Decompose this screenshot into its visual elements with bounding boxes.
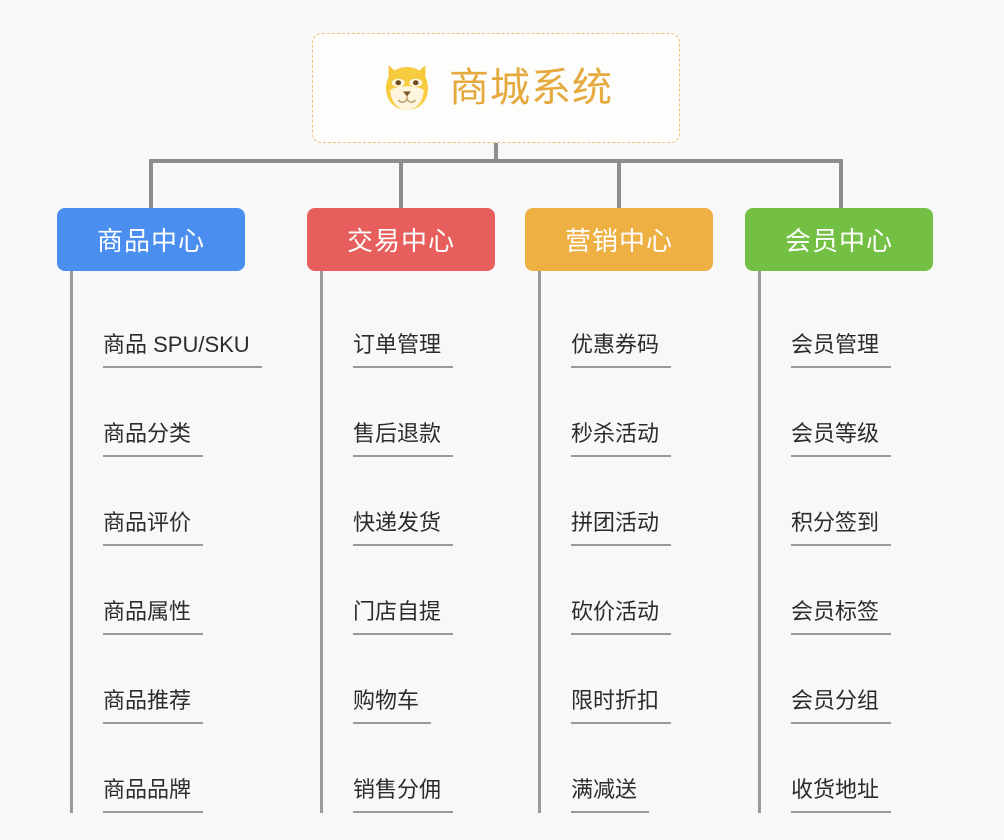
- category-column-1: 商品中心 商品 SPU/SKU 商品分类 商品评价 商品属性 商品推荐 商品品牌: [57, 208, 262, 813]
- list-item[interactable]: 拼团活动: [541, 457, 713, 546]
- list-item[interactable]: 会员等级: [761, 368, 933, 457]
- list-item-label: 限时折扣: [571, 688, 672, 724]
- list-item[interactable]: 销售分佣: [323, 724, 495, 813]
- connector-drop-2: [399, 159, 403, 209]
- category-item-list-1: 商品 SPU/SKU 商品分类 商品评价 商品属性 商品推荐 商品品牌: [70, 271, 262, 813]
- list-item[interactable]: 订单管理: [323, 279, 495, 368]
- connector-drop-3: [617, 159, 621, 209]
- category-item-list-4: 会员管理 会员等级 积分签到 会员标签 会员分组 收货地址: [758, 271, 933, 813]
- category-header-label-2: 交易中心: [346, 226, 455, 256]
- list-item[interactable]: 商品推荐: [73, 635, 245, 724]
- list-item-label: 商品 SPU/SKU: [103, 332, 262, 368]
- category-header-2[interactable]: 交易中心: [307, 208, 495, 271]
- category-item-list-3: 优惠券码 秒杀活动 拼团活动 砍价活动 限时折扣 满减送: [538, 271, 713, 813]
- list-item[interactable]: 商品品牌: [73, 724, 245, 813]
- connector-drop-1: [149, 159, 153, 209]
- list-item-label: 优惠券码: [571, 332, 672, 368]
- category-header-3[interactable]: 营销中心: [525, 208, 713, 271]
- list-item[interactable]: 满减送: [541, 724, 713, 813]
- list-item-label: 商品分类: [103, 421, 204, 457]
- category-column-4: 会员中心 会员管理 会员等级 积分签到 会员标签 会员分组 收货地址: [745, 208, 933, 813]
- list-item[interactable]: 快递发货: [323, 457, 495, 546]
- category-column-3: 营销中心 优惠券码 秒杀活动 拼团活动 砍价活动 限时折扣 满减送: [525, 208, 713, 813]
- list-item[interactable]: 会员分组: [761, 635, 933, 724]
- list-item-label: 拼团活动: [571, 510, 672, 546]
- list-item-label: 门店自提: [353, 599, 454, 635]
- connector-root-stem: [494, 143, 498, 163]
- list-item[interactable]: 商品属性: [73, 546, 245, 635]
- list-item-label: 会员等级: [791, 421, 892, 457]
- shiba-dog-face-icon: [386, 65, 428, 110]
- category-header-1[interactable]: 商品中心: [57, 208, 245, 271]
- root-node-mall-system[interactable]: 商城系统: [312, 33, 680, 143]
- list-item[interactable]: 秒杀活动: [541, 368, 713, 457]
- list-item-label: 商品推荐: [103, 688, 204, 724]
- list-item-label: 砍价活动: [571, 599, 672, 635]
- list-item-label: 积分签到: [791, 510, 892, 546]
- list-item-label: 商品品牌: [103, 777, 204, 813]
- list-item[interactable]: 会员管理: [761, 279, 933, 368]
- list-item[interactable]: 积分签到: [761, 457, 933, 546]
- category-header-label-1: 商品中心: [96, 226, 205, 256]
- list-item-label: 秒杀活动: [571, 421, 672, 457]
- category-header-label-4: 会员中心: [784, 226, 893, 256]
- list-item[interactable]: 收货地址: [761, 724, 933, 813]
- list-item[interactable]: 砍价活动: [541, 546, 713, 635]
- list-item-label: 会员分组: [791, 688, 892, 724]
- category-header-label-3: 营销中心: [564, 226, 673, 256]
- list-item-label: 快递发货: [353, 510, 454, 546]
- list-item-label: 会员管理: [791, 332, 892, 368]
- list-item-label: 收货地址: [791, 777, 892, 813]
- list-item[interactable]: 商品评价: [73, 457, 245, 546]
- list-item-label: 销售分佣: [353, 777, 454, 813]
- category-header-4[interactable]: 会员中心: [745, 208, 933, 271]
- category-item-list-2: 订单管理 售后退款 快递发货 门店自提 购物车 销售分佣: [320, 271, 495, 813]
- list-item[interactable]: 门店自提: [323, 546, 495, 635]
- list-item-label: 订单管理: [353, 332, 454, 368]
- list-item-label: 售后退款: [353, 421, 454, 457]
- list-item[interactable]: 商品分类: [73, 368, 245, 457]
- list-item[interactable]: 会员标签: [761, 546, 933, 635]
- connector-horizontal-bus: [149, 159, 843, 163]
- list-item-label: 购物车: [353, 688, 432, 724]
- category-column-2: 交易中心 订单管理 售后退款 快递发货 门店自提 购物车 销售分佣: [307, 208, 495, 813]
- list-item[interactable]: 售后退款: [323, 368, 495, 457]
- list-item[interactable]: 优惠券码: [541, 279, 713, 368]
- root-node-title: 商城系统: [449, 66, 613, 110]
- list-item-label: 满减送: [571, 777, 650, 813]
- list-item-label: 会员标签: [791, 599, 892, 635]
- list-item[interactable]: 商品 SPU/SKU: [73, 279, 262, 368]
- list-item[interactable]: 购物车: [323, 635, 495, 724]
- list-item-label: 商品评价: [103, 510, 204, 546]
- list-item[interactable]: 限时折扣: [541, 635, 713, 724]
- connector-drop-4: [839, 159, 843, 209]
- list-item-label: 商品属性: [103, 599, 204, 635]
